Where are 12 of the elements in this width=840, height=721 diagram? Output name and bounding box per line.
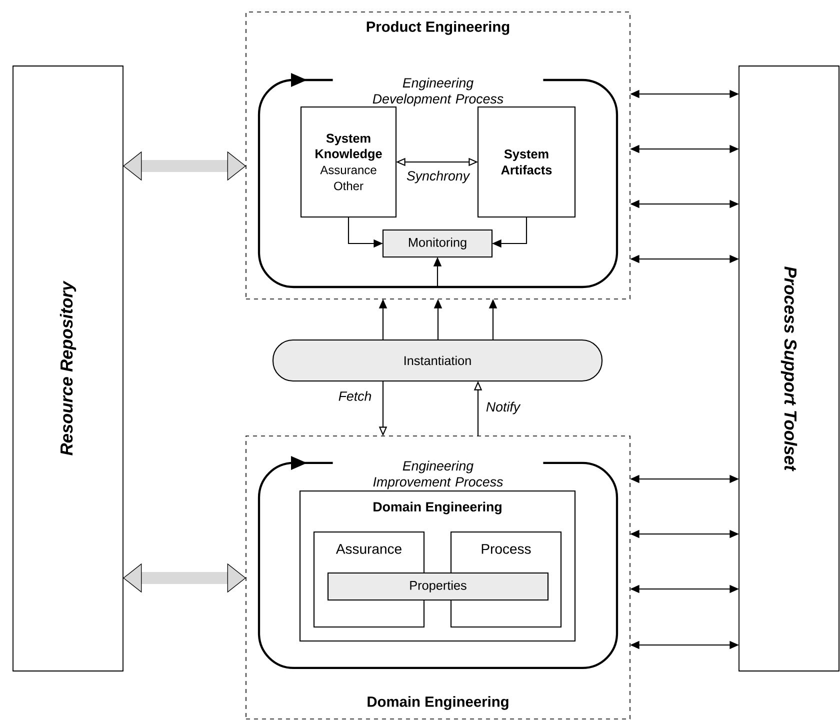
process-box: Instantiation <box>272 339 603 382</box>
process-box: Monitoring <box>382 229 493 258</box>
block-arrow <box>123 151 246 181</box>
process-box: Properties <box>327 572 549 601</box>
repository-bar: Resource Repository <box>12 66 124 672</box>
knowledge-box: System Knowledge Assurance Other <box>300 106 397 218</box>
edge-label: Fetch <box>338 391 372 401</box>
repository-bar: Process Support Toolset <box>738 66 840 672</box>
block-arrow <box>123 563 246 593</box>
edge-label: Notify <box>486 402 521 414</box>
edge-label: Synchrony <box>406 170 470 184</box>
artifact-box: System Artifacts <box>477 106 576 218</box>
